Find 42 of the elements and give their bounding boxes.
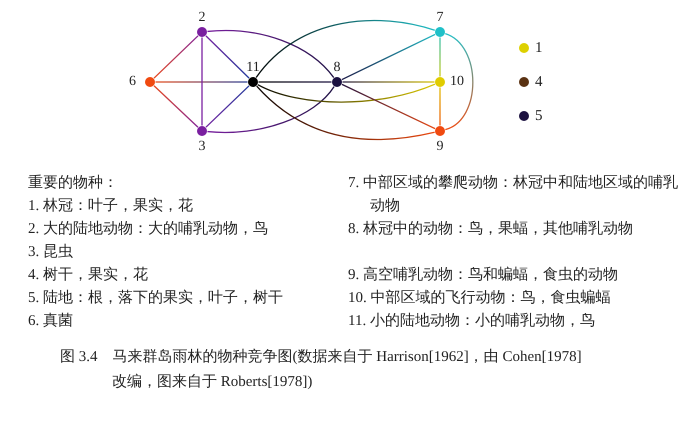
edge-line <box>258 84 436 103</box>
list-item: 7. 中部区域的攀爬动物：林冠中和陆地区域的哺乳动物 <box>348 174 679 216</box>
edge-line <box>439 38 441 76</box>
list-item: 9. 高空哺乳动物：鸟和蝙蝠，食虫的动物 <box>348 265 618 285</box>
list-item: 10. 中部区域的飞行动物：鸟，食虫蝙蝠 <box>348 288 610 308</box>
list-item: 5. 陆地：根，落下的果实，叶子，树干 <box>28 288 283 308</box>
edge-line <box>439 88 441 126</box>
edge-line <box>444 33 474 130</box>
edge-line <box>207 30 334 78</box>
list-item: 4. 树干，果实，花 <box>28 266 148 285</box>
edge-line <box>256 86 435 140</box>
edge-line <box>205 35 250 79</box>
node-number: 6 <box>128 75 136 89</box>
list-item: 1. 林冠：叶子，果实，花 <box>28 196 193 216</box>
list-item: 11. 小的陆地动物：小的哺乳动物，鸟 <box>348 312 595 331</box>
node-number: 7 <box>436 11 444 25</box>
node-number: 3 <box>198 140 206 154</box>
legend-label: 1 <box>535 40 542 56</box>
edge-line <box>342 34 436 80</box>
list-item: 2. 大的陆地动物：大的哺乳动物，鸟 <box>28 220 268 239</box>
edge-line <box>342 84 436 130</box>
edge-line <box>154 35 198 79</box>
edge-line <box>256 20 435 78</box>
edge-line <box>201 38 203 126</box>
list-item: 8. 林冠中的动物：鸟，果蝠，其他哺乳动物 <box>348 220 634 239</box>
edge-line <box>207 86 335 134</box>
node-number: 8 <box>332 61 342 75</box>
list-item: 3. 昆虫 <box>28 242 73 262</box>
node-number: 9 <box>436 140 444 154</box>
edge-line <box>342 81 434 83</box>
edge-line <box>156 81 248 83</box>
list-item: 6. 真菌 <box>28 312 73 331</box>
node-number: 11 <box>245 61 261 75</box>
edge-line <box>206 85 250 128</box>
figure-caption: 图 3.4 马来群岛雨林的物种竞争图(数据来自于 Harrison[1962]，由 Cohen[1978]改编，图来自于 Roberts[1978]) <box>60 348 582 392</box>
edge-line <box>258 81 332 83</box>
list-heading: 重要的物种： <box>28 174 118 193</box>
node-number: 2 <box>198 11 206 25</box>
node-number: 10 <box>450 75 465 89</box>
legend-label: 5 <box>535 108 542 124</box>
legend-label: 4 <box>535 74 542 90</box>
edge-line <box>154 85 198 128</box>
